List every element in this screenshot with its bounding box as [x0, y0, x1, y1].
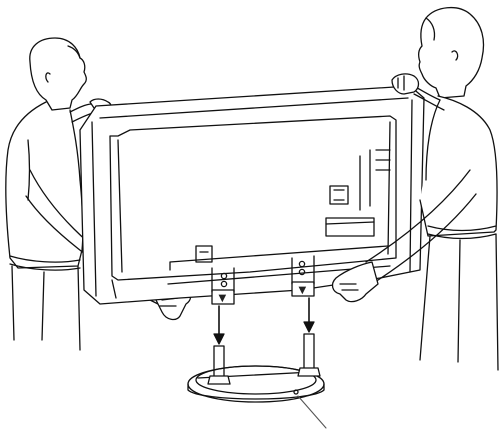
arrow-down-icon — [213, 305, 225, 345]
tv-rear-panel — [109, 115, 397, 281]
left-person-head — [29, 37, 87, 111]
tv-marker-left-symbol: ▼ — [219, 293, 227, 304]
right-person-torso — [419, 95, 498, 237]
arrow-down-icon — [303, 297, 315, 333]
right-person-head — [418, 7, 485, 99]
tv-marker-right-symbol: ▼ — [299, 285, 307, 296]
tv-power-socket — [195, 245, 213, 263]
right-person — [331, 7, 499, 371]
tv-screw-hole — [298, 260, 306, 268]
tv-stand-marker-left — [211, 289, 235, 305]
television: ▼ ▼ — [79, 85, 425, 305]
left-person — [5, 37, 192, 351]
stand-post-right — [303, 333, 315, 371]
tv-terminal-box — [329, 185, 349, 205]
tv-stand — [187, 333, 325, 403]
left-person-legs — [11, 265, 81, 351]
callout-line — [297, 395, 327, 429]
right-person-bottom-hand — [331, 261, 379, 303]
right-person-legs — [419, 233, 499, 371]
tv-stand-marker-right — [291, 281, 315, 297]
stand-post-left — [213, 345, 225, 379]
right-person-lower-arm — [365, 169, 471, 263]
right-person-top-hand — [391, 73, 420, 95]
stand-screw — [293, 389, 299, 395]
tv-screw-hole — [220, 272, 228, 280]
left-person-belt — [9, 255, 81, 263]
right-person-belt — [427, 225, 497, 232]
